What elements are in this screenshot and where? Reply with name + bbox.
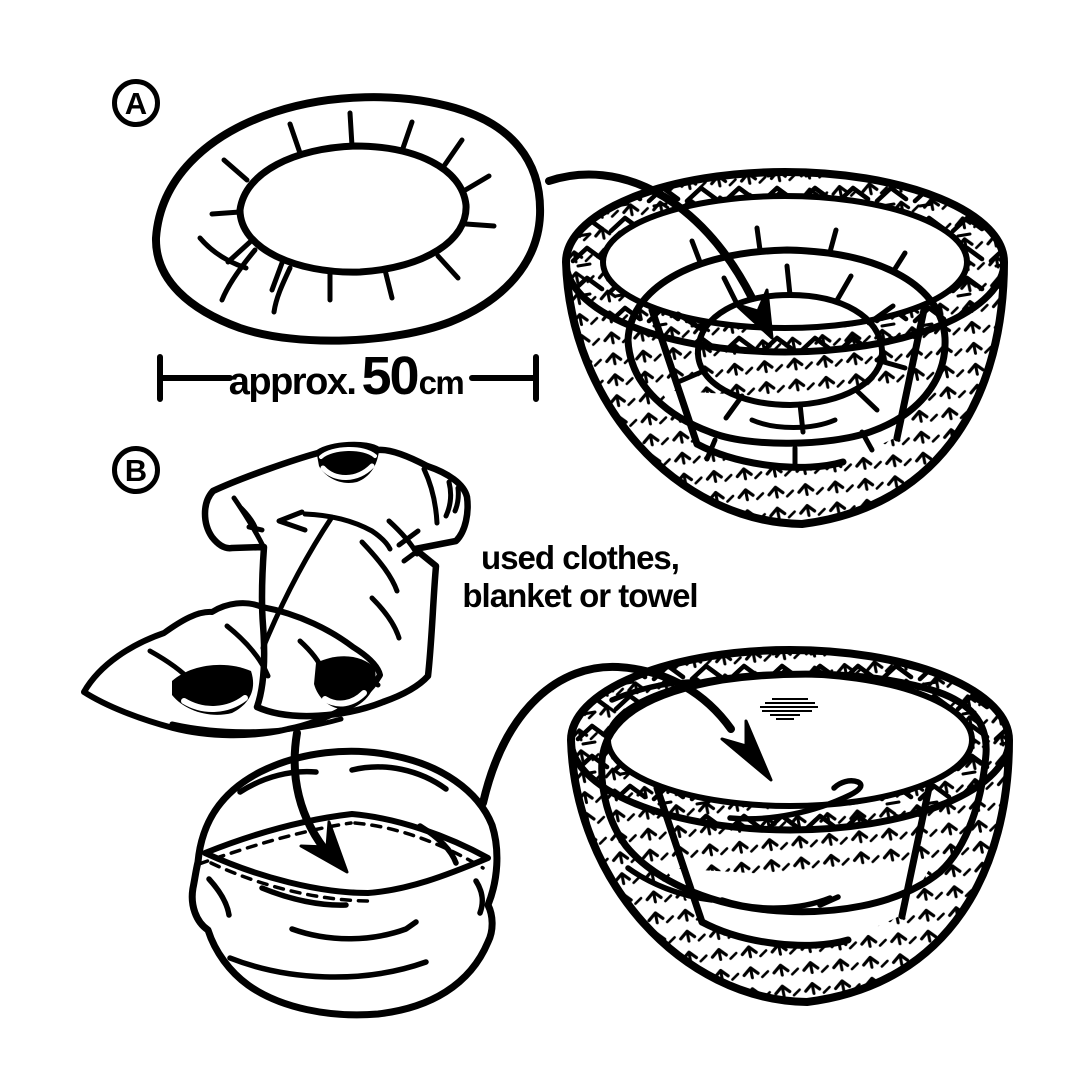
tshirt-illustration	[201, 441, 471, 720]
cushion-illustration	[151, 93, 545, 345]
panel-b-letter: B	[124, 452, 148, 488]
dimension-line	[157, 354, 539, 402]
measurement-text: approx.50cm	[156, 348, 536, 418]
arrow-a	[545, 170, 774, 340]
basket-with-cushion	[566, 172, 1004, 524]
cushion-ruffles	[197, 110, 497, 315]
materials-caption-line1: used clothes,	[481, 539, 680, 576]
materials-caption: used clothes, blanket or towel	[425, 539, 735, 615]
fabric-bundle-illustration	[188, 747, 501, 1019]
arrow-b1	[290, 729, 349, 874]
measurement-prefix: approx.	[228, 361, 357, 403]
measurement-value: 50	[361, 346, 419, 406]
measurement-unit: cm	[418, 364, 465, 401]
panel-a-label: A	[112, 79, 160, 127]
materials-caption-line2: blanket or towel	[462, 577, 698, 614]
arrow-b2	[479, 662, 773, 807]
basket-cushion-ruffles	[675, 225, 908, 471]
bundle-stitching	[197, 821, 485, 903]
bundle-wrinkles	[206, 764, 486, 980]
panel-a-letter: A	[124, 85, 148, 121]
panel-b-label: B	[112, 446, 160, 494]
bundle-opening	[202, 811, 491, 896]
fabric-creases	[609, 679, 864, 911]
blanket-creases	[147, 623, 344, 735]
tiny-care-label	[760, 698, 818, 720]
basket-with-bundle	[571, 650, 1009, 1002]
tshirt-wrinkles	[231, 466, 461, 688]
blanket-illustration	[81, 600, 383, 739]
